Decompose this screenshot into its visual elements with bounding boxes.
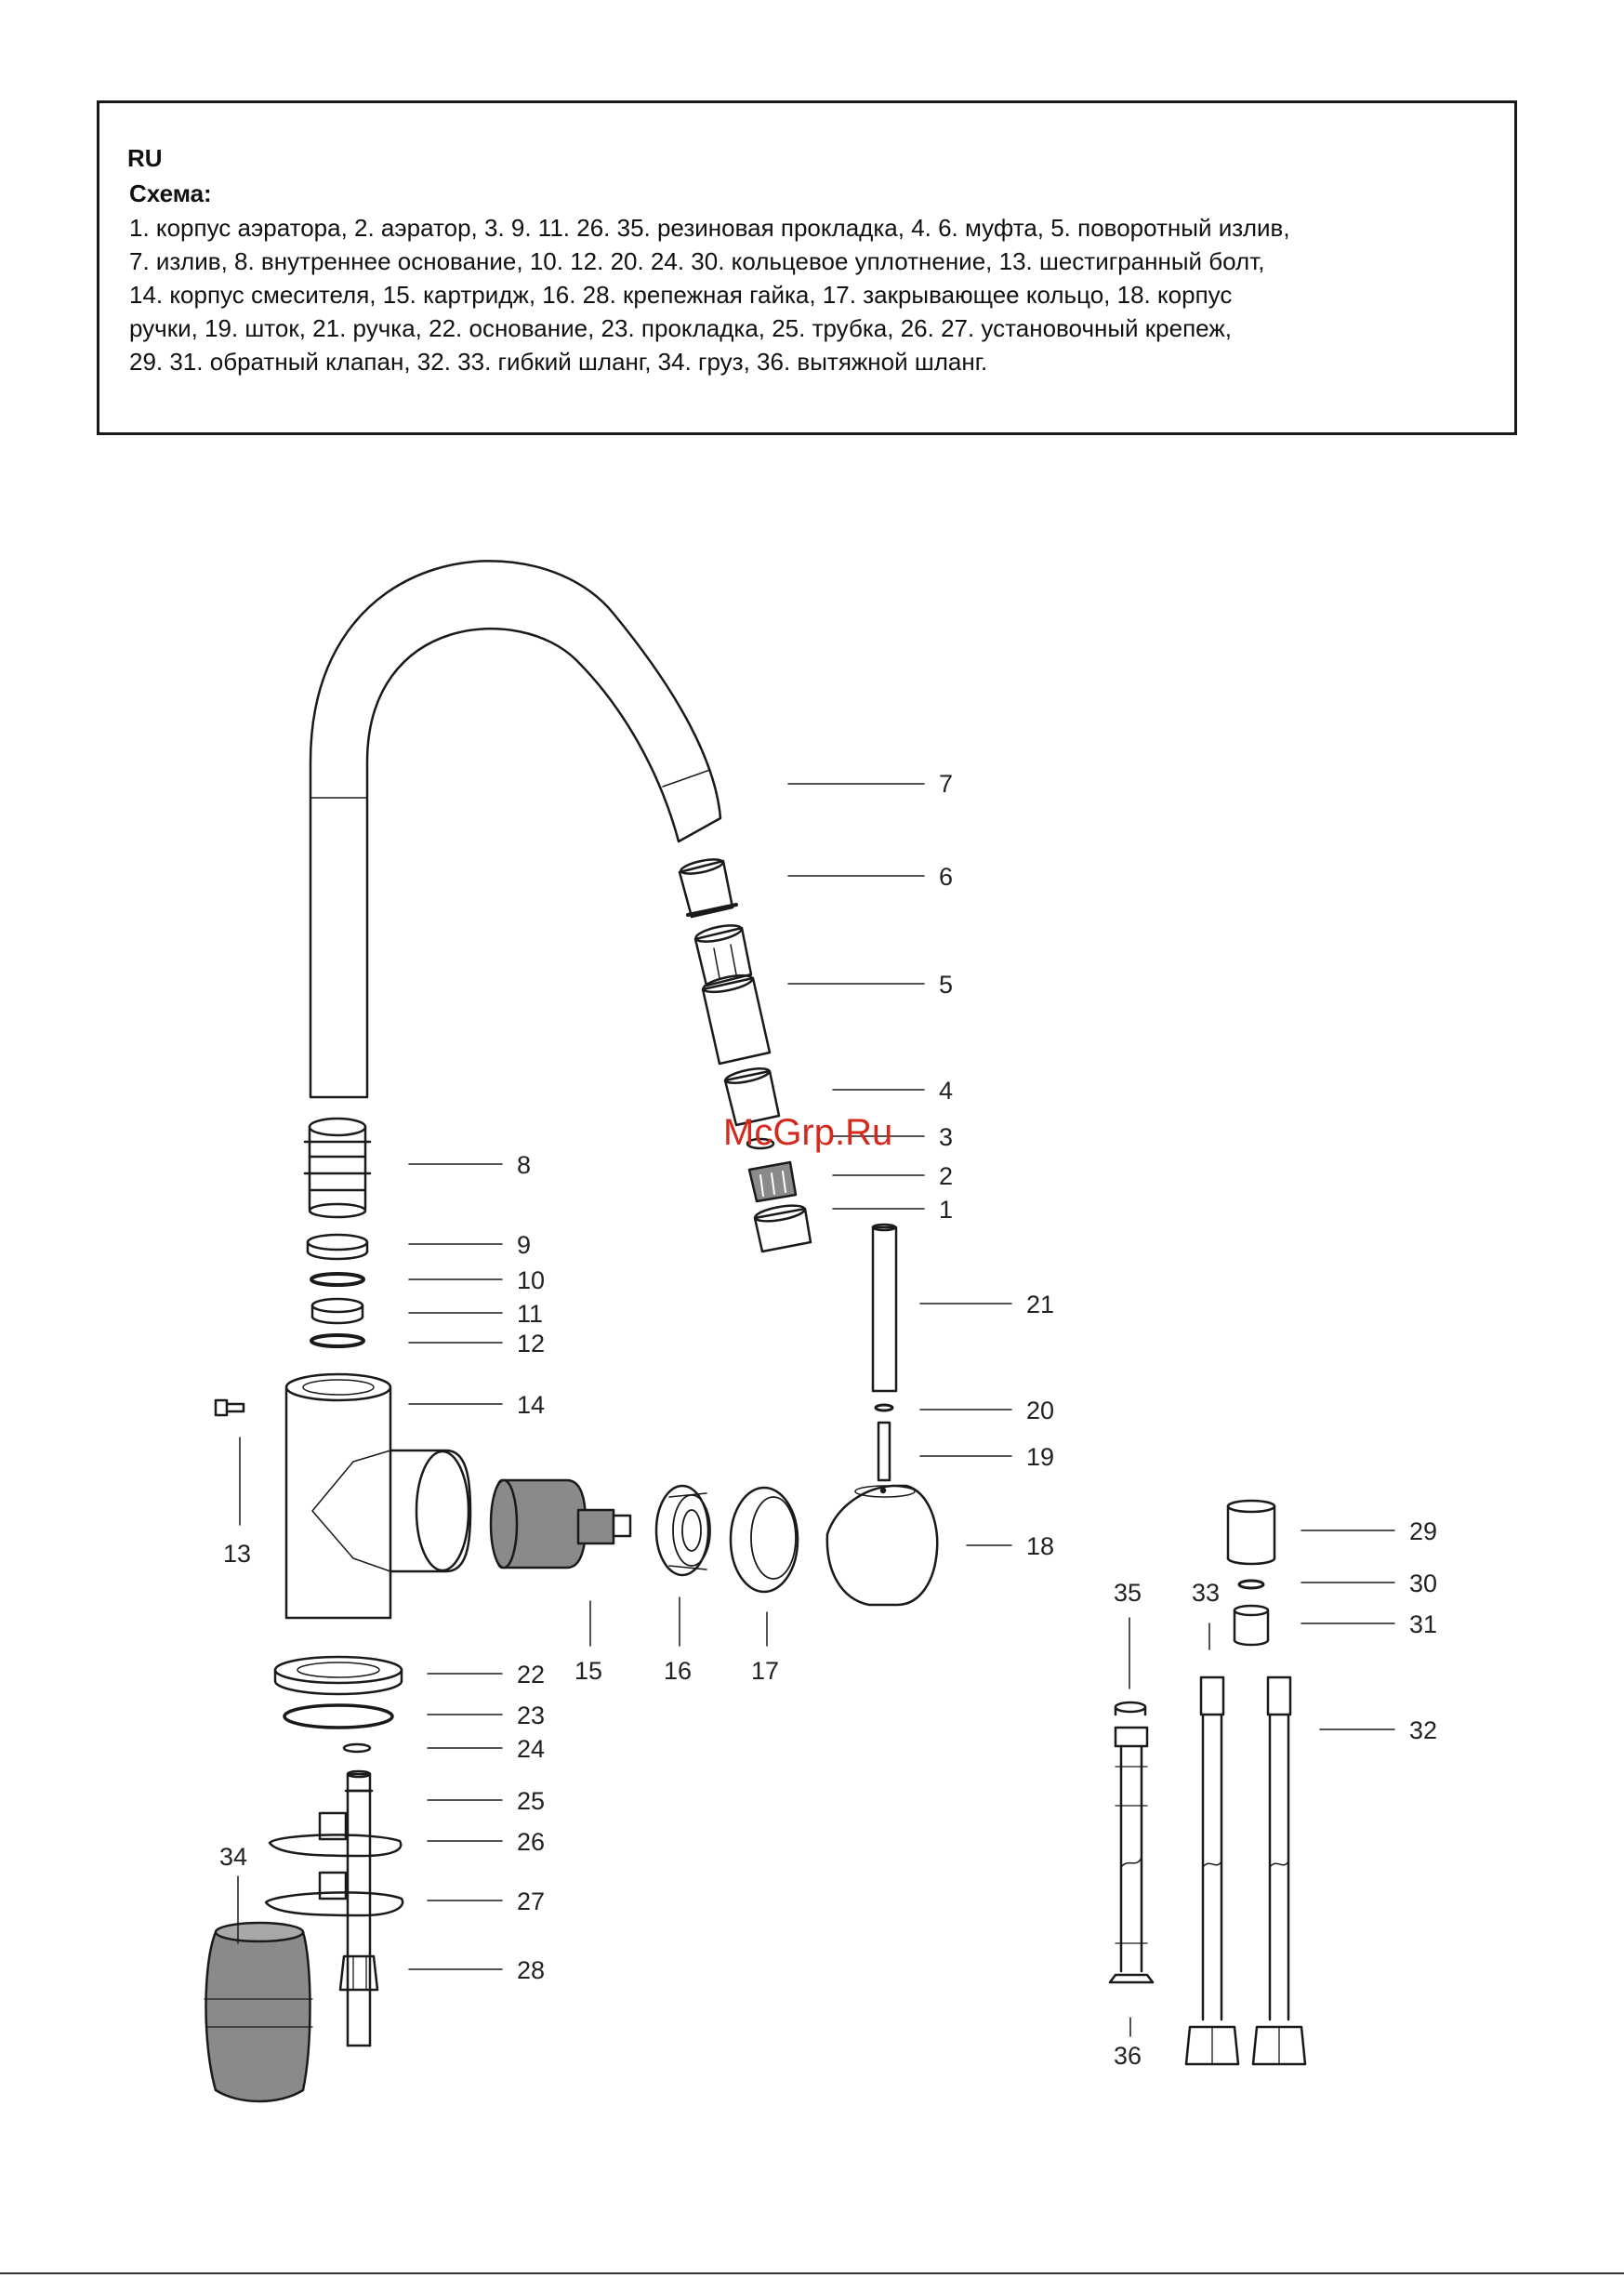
callout-7: 7 xyxy=(939,770,953,798)
callout-33: 33 xyxy=(1192,1579,1220,1607)
callout-21: 21 xyxy=(1026,1291,1054,1318)
callout-27: 27 xyxy=(517,1887,545,1915)
callout-9: 9 xyxy=(517,1231,531,1259)
legend-box: RU Схема: 1. корпус аэратора, 2. аэратор… xyxy=(97,100,1517,435)
part-oring-12 xyxy=(310,1333,365,1348)
part-closing-ring xyxy=(729,1486,799,1647)
callout-17: 17 xyxy=(751,1657,779,1685)
part-oring-24 xyxy=(342,1742,372,1754)
part-base xyxy=(273,1655,403,1696)
callout-31: 31 xyxy=(1409,1610,1437,1638)
callout-26: 26 xyxy=(517,1828,545,1856)
part-handle-body xyxy=(825,1484,939,1607)
callout-10: 10 xyxy=(517,1266,545,1294)
callout-23: 23 xyxy=(517,1702,545,1729)
part-check-valve-31 xyxy=(1233,1604,1270,1647)
part-seal-23 xyxy=(283,1703,394,1729)
part-pullout-hose xyxy=(1108,1726,1155,2037)
callout-18: 18 xyxy=(1026,1532,1054,1560)
part-stem xyxy=(877,1421,891,1482)
legend-title: Схема: xyxy=(129,179,212,207)
callout-25: 25 xyxy=(517,1787,545,1815)
part-handle xyxy=(871,1223,898,1393)
callout-28: 28 xyxy=(517,1956,545,1984)
part-weight xyxy=(204,1875,313,2103)
callout-34: 34 xyxy=(219,1843,247,1871)
callout-15: 15 xyxy=(574,1657,602,1685)
callout-4: 4 xyxy=(939,1077,953,1105)
page-divider xyxy=(0,2272,1624,2274)
part-oring-10 xyxy=(310,1272,365,1287)
part-oring-30 xyxy=(1237,1579,1265,1590)
callout-20: 20 xyxy=(1026,1397,1054,1424)
callout-8: 8 xyxy=(517,1151,531,1179)
callout-6: 6 xyxy=(939,863,953,891)
legend-text: 1. корпус аэратора, 2. аэратор, 3. 9. 11… xyxy=(129,211,1290,378)
part-tube xyxy=(344,1769,374,2047)
part-gasket-9 xyxy=(306,1233,369,1261)
part-nut-28 xyxy=(338,1954,379,1992)
callout-2: 2 xyxy=(939,1162,953,1190)
callout-numbers: 7 6 5 4 3 2 1 8 9 10 11 12 14 13 15 16 1… xyxy=(219,770,1437,2070)
callout-12: 12 xyxy=(517,1330,545,1358)
callout-14: 14 xyxy=(517,1391,545,1419)
callout-19: 19 xyxy=(1026,1443,1054,1471)
part-swivel xyxy=(693,924,772,1066)
callout-22: 22 xyxy=(517,1661,545,1689)
part-coupling-top xyxy=(678,858,738,919)
callout-24: 24 xyxy=(517,1735,545,1763)
callout-35: 35 xyxy=(1114,1579,1142,1607)
part-check-valve-29 xyxy=(1226,1499,1276,1566)
part-oring-20 xyxy=(874,1403,894,1412)
callout-11: 11 xyxy=(517,1300,543,1328)
legend-line: ручки, 19. шток, 21. ручка, 22. основани… xyxy=(129,314,1232,342)
part-fixing-26 xyxy=(268,1811,403,1858)
legend-line: 7. излив, 8. внутреннее основание, 10. 1… xyxy=(129,247,1265,275)
callout-30: 30 xyxy=(1409,1569,1437,1597)
part-mixer-body xyxy=(284,1372,472,1620)
callout-36: 36 xyxy=(1114,2042,1142,2070)
legend-line: 1. корпус аэратора, 2. аэратор, 3. 9. 11… xyxy=(129,214,1290,242)
callout-5: 5 xyxy=(939,971,953,999)
part-flex-hose-33 xyxy=(1184,1622,1240,2066)
part-fixing-27 xyxy=(264,1871,404,1917)
part-gasket-35 xyxy=(1114,1617,1147,1716)
part-mounting-nut xyxy=(654,1484,711,1647)
callout-29: 29 xyxy=(1409,1517,1437,1545)
part-flex-hose-32 xyxy=(1251,1675,1307,2066)
watermark: McGrp.Ru xyxy=(723,1112,893,1153)
language-code: RU xyxy=(127,144,163,172)
part-gasket-11 xyxy=(310,1297,364,1325)
legend-line: 14. корпус смесителя, 15. картридж, 16. … xyxy=(129,281,1233,309)
callout-3: 3 xyxy=(939,1123,953,1151)
legend-line: 29. 31. обратный клапан, 32. 33. гибкий … xyxy=(129,348,988,376)
callout-32: 32 xyxy=(1409,1716,1437,1744)
part-cartridge xyxy=(489,1478,632,1647)
part-coupling-bottom xyxy=(723,1067,781,1127)
part-hex-bolt xyxy=(214,1398,245,1526)
callout-16: 16 xyxy=(664,1657,692,1685)
part-aerator xyxy=(747,1160,798,1203)
part-aerator-body xyxy=(753,1204,812,1253)
callout-13: 13 xyxy=(223,1540,251,1568)
part-inner-base xyxy=(303,1117,372,1219)
leader-lines xyxy=(408,783,1395,1970)
part-gasket-3 xyxy=(746,1137,775,1150)
part-spout xyxy=(309,560,722,1099)
callout-1: 1 xyxy=(939,1196,953,1224)
